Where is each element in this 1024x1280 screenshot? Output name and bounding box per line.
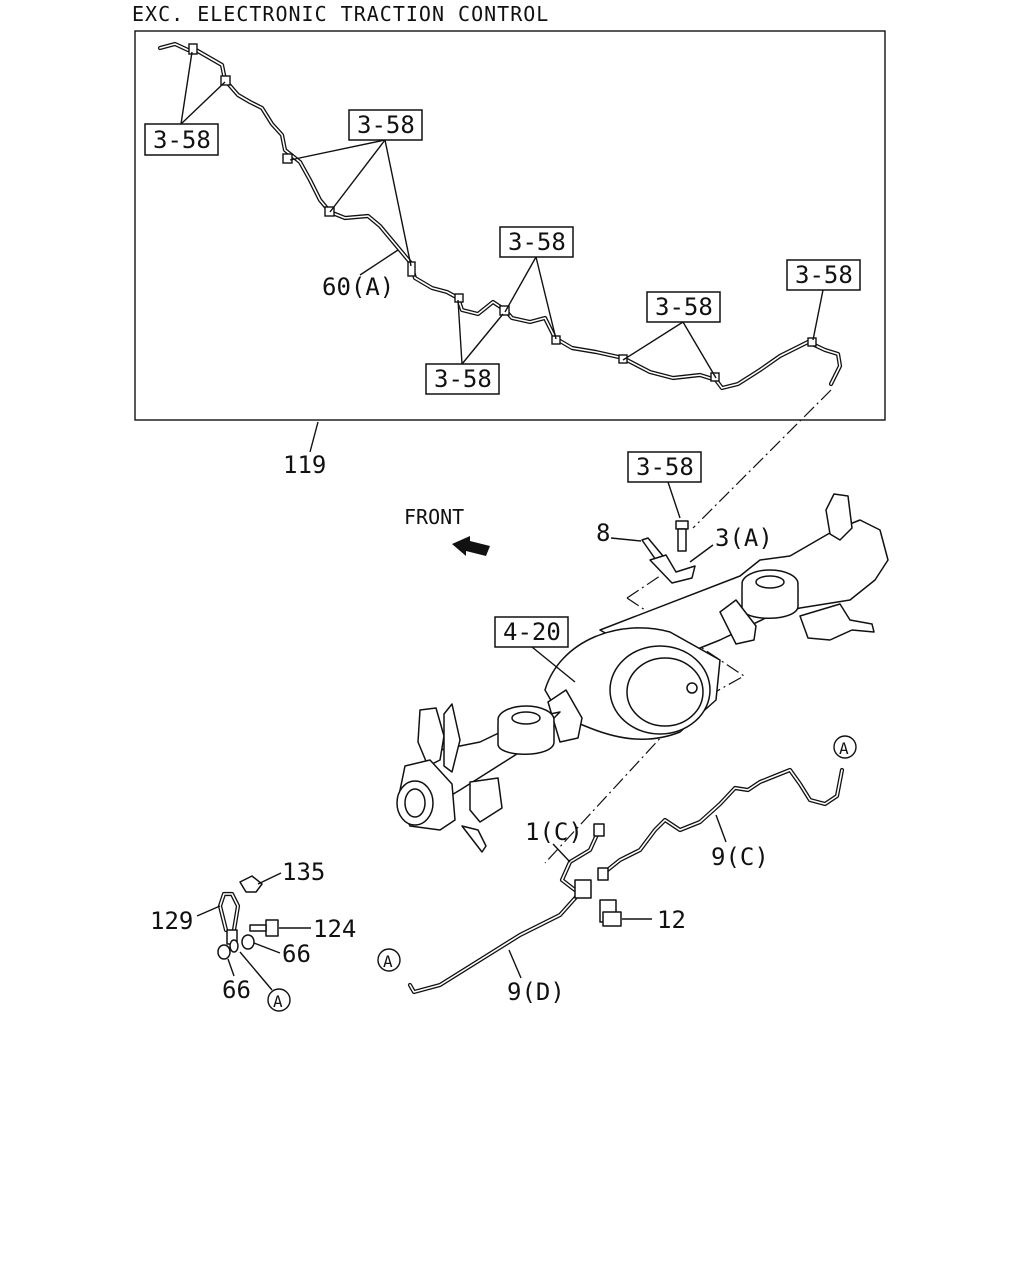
leader-9d [508, 949, 522, 979]
svg-text:A: A [383, 952, 393, 971]
diagram-title: EXC. ELECTRONIC TRACTION CONTROL [132, 2, 549, 26]
leader-119 [309, 421, 319, 453]
ref-3-58-callout-5[interactable]: 3-58 [622, 291, 721, 379]
leader-66-right [253, 942, 281, 954]
ref-3-58-callout-bolt[interactable]: 3-58 [627, 451, 702, 519]
rear-axle-housing[interactable] [396, 493, 889, 853]
connector-a-marker-right: A [833, 735, 857, 759]
brake-pipe-inset-frame [134, 30, 886, 421]
connector-a-marker-left: A [377, 948, 401, 972]
ref-4-20-callout[interactable]: 4-20 [494, 616, 576, 683]
pipe-clip [551, 335, 561, 345]
pipe-clip [454, 293, 464, 303]
svg-text:3-58: 3-58 [636, 453, 694, 481]
pipe-clip [407, 261, 416, 277]
leader-60a [359, 249, 399, 276]
pipe-clip [499, 305, 510, 316]
label-66-right[interactable]: 66 [282, 940, 311, 968]
leader-connector-a-bottom [239, 951, 273, 991]
connector-a-marker-bottom: A [267, 988, 291, 1012]
bracket-3a [649, 554, 696, 584]
washer-66[interactable] [217, 934, 255, 960]
label-66-bottom[interactable]: 66 [222, 976, 251, 1004]
label-3a[interactable]: 3(A) [715, 524, 773, 552]
pipe-clip [807, 337, 817, 347]
label-1c[interactable]: 1(C) [525, 818, 583, 846]
label-135[interactable]: 135 [282, 858, 325, 886]
leader-3a [689, 544, 714, 563]
pipe-to-bracket-dashline [692, 389, 832, 529]
pipe-clip [220, 75, 231, 86]
bolt-124[interactable] [249, 919, 279, 937]
brake-pipe-60a[interactable] [157, 41, 843, 391]
leader-1c [552, 843, 571, 863]
pipe-clip [188, 43, 198, 55]
ref-3-58-callout-1[interactable]: 3-58 [144, 51, 226, 156]
svg-text:3-58: 3-58 [434, 365, 492, 393]
pipe-clip [618, 354, 628, 364]
brake-pipe-9d[interactable] [407, 893, 580, 995]
leader-9c [715, 814, 727, 843]
front-label: FRONT [404, 505, 464, 529]
bolt-shank [677, 528, 687, 552]
leader-135 [257, 872, 282, 885]
label-9c[interactable]: 9(C) [711, 843, 769, 871]
svg-text:4-20: 4-20 [503, 618, 561, 646]
label-12[interactable]: 12 [657, 906, 686, 934]
bracket-bolt-assembly[interactable] [641, 520, 696, 584]
svg-text:3-58: 3-58 [508, 228, 566, 256]
label-119[interactable]: 119 [283, 451, 326, 479]
label-129[interactable]: 129 [150, 907, 193, 935]
leader-129 [196, 905, 221, 917]
label-124[interactable]: 124 [313, 915, 356, 943]
ref-3-58-callout-6[interactable]: 3-58 [786, 259, 861, 341]
label-8[interactable]: 8 [596, 519, 610, 547]
ref-3-58-callout-2[interactable]: 3-58 [289, 109, 423, 267]
brake-hose-129[interactable] [217, 891, 241, 945]
pipe-clip [324, 206, 335, 217]
label-60a: 60(A) [322, 273, 394, 301]
clip-135[interactable] [239, 875, 263, 893]
ref-3-58-callout-4[interactable]: 3-58 [425, 299, 504, 395]
svg-text:A: A [273, 992, 283, 1011]
leader-66-bottom [227, 958, 235, 977]
brake-pipe-9c[interactable] [597, 767, 845, 879]
bolt-head [675, 520, 689, 530]
pipe-clip [282, 153, 293, 164]
svg-text:3-58: 3-58 [357, 111, 415, 139]
svg-text:A: A [839, 739, 849, 758]
svg-text:3-58: 3-58 [795, 261, 853, 289]
leader-8 [610, 537, 642, 542]
three-way-junction[interactable] [574, 867, 622, 927]
hose-fitting [593, 823, 605, 837]
svg-text:3-58: 3-58 [655, 293, 713, 321]
pipe-clips [188, 43, 817, 382]
front-arrow-icon [452, 536, 490, 556]
ref-3-58-callout-3[interactable]: 3-58 [499, 226, 574, 340]
svg-text:3-58: 3-58 [153, 126, 211, 154]
label-9d[interactable]: 9(D) [507, 978, 565, 1006]
